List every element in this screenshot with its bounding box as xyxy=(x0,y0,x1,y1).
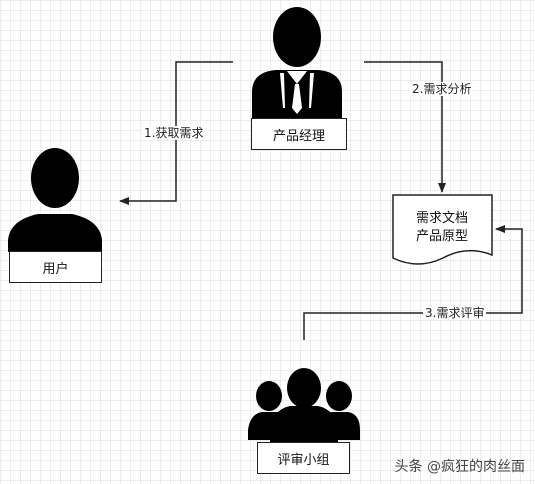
edge-analyze-requirements xyxy=(364,61,446,193)
user-label: 用户 xyxy=(9,251,102,283)
product-manager-icon xyxy=(252,7,342,118)
review-team-icon xyxy=(248,368,360,444)
user-icon xyxy=(8,148,102,252)
edge-label-get-requirements: 1.获取需求 xyxy=(142,126,206,140)
document-shape xyxy=(392,194,493,265)
product-manager-label: 产品经理 xyxy=(251,118,347,150)
edge-label-review-requirements: 3.需求评审 xyxy=(423,306,487,320)
edge-label-analyze-requirements: 2.需求分析 xyxy=(410,82,474,96)
watermark-text: 头条 @疯狂的肉丝面 xyxy=(394,459,525,475)
review-team-label: 评审小组 xyxy=(257,442,350,474)
document-text: 需求文档 产品原型 xyxy=(392,210,492,246)
document-line-2: 产品原型 xyxy=(415,229,468,244)
document-line-1: 需求文档 xyxy=(415,211,468,226)
edge-review-requirements xyxy=(303,225,523,340)
